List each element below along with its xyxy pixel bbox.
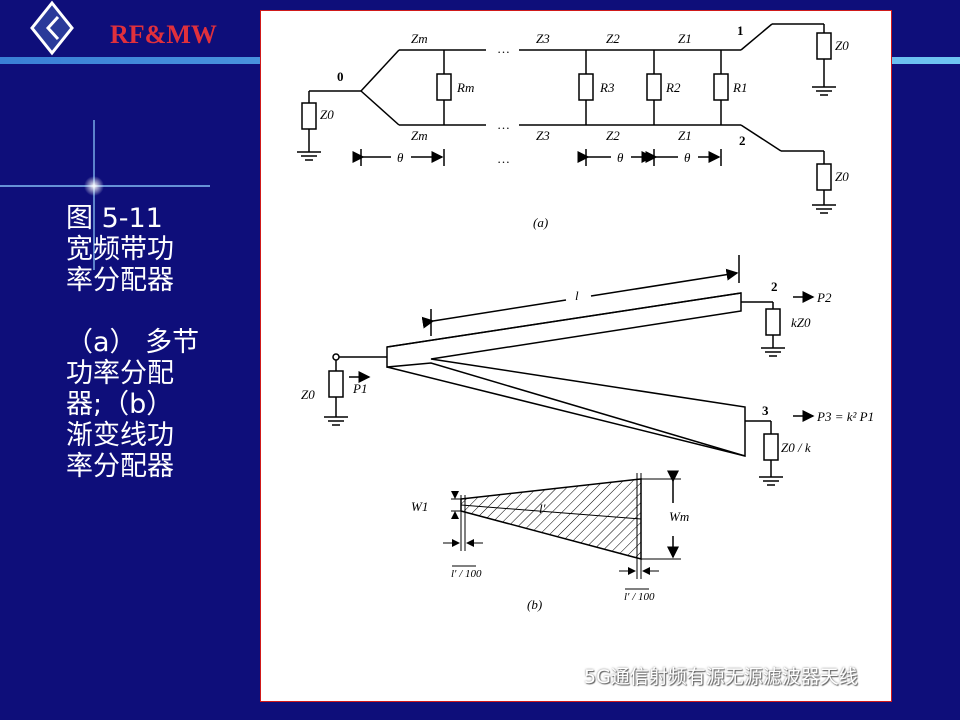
load-impedance-1: [816, 32, 832, 60]
caption-line: 渐变线功: [66, 420, 174, 451]
figure-panel: 0 1 2 Z0 Z0 Z0 Zm Z3 Z2 Z1 Zm Z3 Z2 Z1 R…: [260, 10, 892, 702]
caption-line: 率分配器: [66, 265, 174, 296]
port-2-number: 2: [771, 279, 778, 294]
ellipsis: …: [497, 151, 510, 166]
power-divider-figure: 0 1 2 Z0 Z0 Z0 Zm Z3 Z2 Z1 Zm Z3 Z2 Z1 R…: [297, 23, 874, 612]
watermark: 5G通信射频有源无源滤波器天线: [548, 662, 858, 689]
brand-logo-text: RF&MW: [110, 20, 217, 49]
taper-wm-label: Wm: [669, 509, 689, 524]
theta-label: θ: [397, 150, 404, 165]
source-impedance: [301, 102, 317, 130]
tapered-splitter: [386, 292, 746, 458]
caption-spacer: [66, 296, 256, 327]
load-impedance-2: [816, 163, 832, 191]
taper-length-label: l′: [539, 501, 546, 516]
node-label-0: 0: [337, 69, 344, 84]
port-3-load: Z0 / k: [781, 440, 811, 455]
resistor-label: R3: [599, 80, 615, 95]
input-power-label: P1: [352, 381, 367, 396]
node-label-1: 1: [737, 23, 744, 38]
tapered-strip-hatched: [460, 478, 642, 560]
theta-label: θ: [684, 150, 691, 165]
port-2-load: kZ0: [791, 315, 811, 330]
taper-edge-fraction-right: l′ / 100: [624, 591, 655, 603]
caption-line: 宽频带功: [66, 234, 174, 265]
resistor-label: R2: [665, 80, 681, 95]
resistor-r1: [713, 73, 729, 101]
line-label-bottom: Z2: [606, 128, 620, 143]
load-port-2: [765, 308, 781, 336]
resistor-rm: [436, 73, 452, 101]
source-impedance-b: [328, 370, 344, 398]
theta-label: θ: [617, 150, 624, 165]
line-label-top: Z3: [536, 31, 550, 46]
load-impedance-1-label: Z0: [835, 38, 849, 53]
caption-line: 功率分配: [66, 358, 174, 389]
diagram-a-label: (a): [533, 215, 548, 230]
caption-line: 器;（b）: [66, 389, 174, 420]
line-label-top: Z1: [678, 31, 692, 46]
line-label-top: Zm: [411, 31, 428, 46]
node-label-2: 2: [739, 133, 746, 148]
logo-chevron-icon: [45, 15, 60, 41]
source-impedance-label: Z0: [320, 107, 334, 122]
line-label-top: Z2: [606, 31, 620, 46]
resistor-label: R1: [732, 80, 747, 95]
port-2-power: P2: [816, 290, 832, 305]
diagram-a-labels: 0 1 2 Z0 Z0 Z0 Zm Z3 Z2 Z1 Zm Z3 Z2 Z1 R…: [320, 23, 849, 230]
port-3-power: P3 = k² P1: [816, 409, 874, 424]
diagram-b-labels: l Z0 P1 2 P2 kZ0 3 P3 = k² P1 Z0 / k W1 …: [301, 279, 874, 612]
diagram-b: [324, 255, 815, 590]
taper-w1-label: W1: [411, 499, 428, 514]
diagram-b-label: (b): [527, 597, 542, 612]
logo-diamond-icon: [30, 0, 74, 56]
caption-line: （a） 多节: [66, 327, 200, 358]
wechat-icon: [549, 664, 576, 686]
ellipsis: …: [497, 117, 510, 132]
length-label-l: l: [575, 288, 579, 303]
load-impedance-2-label: Z0: [835, 169, 849, 184]
line-label-bottom: Zm: [411, 128, 428, 143]
port-3-number: 3: [762, 403, 769, 418]
ellipsis: …: [497, 41, 510, 56]
watermark-text: 5G通信射频有源无源滤波器天线: [584, 666, 858, 688]
sparkle-line-h: [0, 185, 210, 187]
resistor-label: Rm: [456, 80, 474, 95]
caption-line: 图 5-11: [66, 203, 163, 234]
line-label-bottom: Z1: [678, 128, 692, 143]
caption-line: 率分配器: [66, 451, 174, 482]
resistor-r3: [578, 73, 594, 101]
source-impedance-b-label: Z0: [301, 387, 315, 402]
line-label-bottom: Z3: [536, 128, 550, 143]
figure-caption: 图 5-11 宽频带功 率分配器 （a） 多节 功率分配 器;（b） 渐变线功 …: [66, 203, 256, 482]
load-port-3: [763, 433, 779, 461]
diagram-a: [297, 23, 836, 214]
sparkle-icon: [84, 176, 104, 196]
taper-edge-fraction-left: l′ / 100: [451, 568, 482, 580]
resistor-r2: [646, 73, 662, 101]
